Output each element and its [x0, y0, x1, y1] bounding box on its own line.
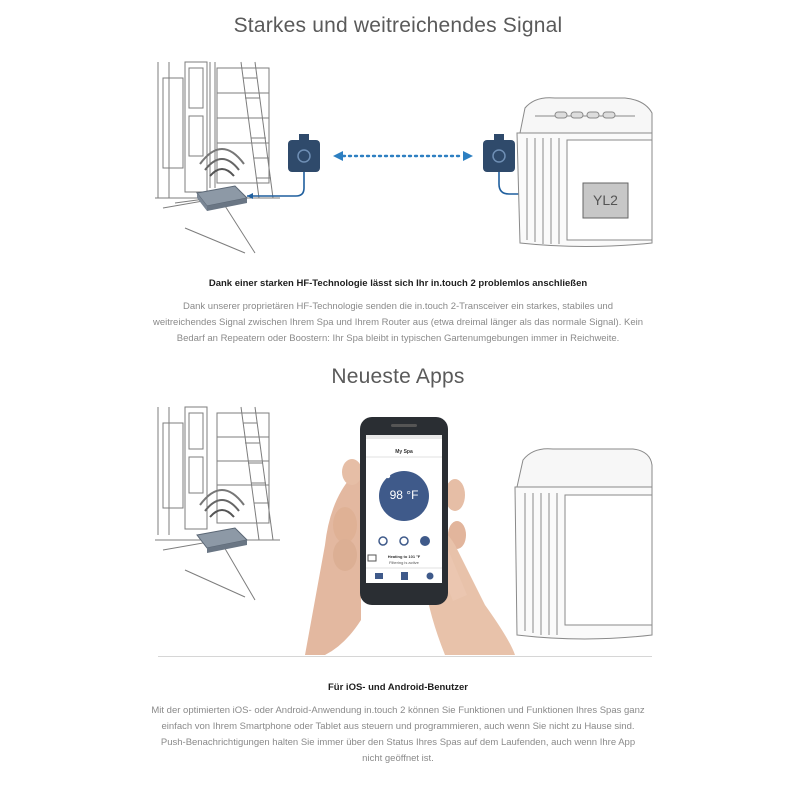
section-title-apps: Neueste Apps — [331, 365, 465, 388]
app-temperature: 98 °F — [389, 488, 419, 502]
section-paragraph-signal: Dank unserer proprietären HF-Technologie… — [152, 301, 644, 344]
transceiver-home-icon — [247, 134, 320, 199]
section-subtitle-apps: Für iOS- und Android-Benutzer — [327, 682, 469, 693]
app-status-filtering: Filtering is active — [389, 560, 419, 565]
spa-drawing: YL2 — [516, 97, 653, 247]
signal-link-arrow — [333, 151, 473, 161]
svg-text:YL2: YL2 — [593, 192, 618, 208]
section-divider — [158, 656, 652, 657]
house-drawing-2 — [155, 406, 280, 601]
signal-illustration: YL2 — [155, 61, 653, 254]
app-header-title: My Spa — [395, 449, 413, 455]
section-subtitle-signal: Dank einer starken HF-Technologie lässt … — [208, 278, 588, 289]
router-icon — [196, 148, 249, 211]
app-status-heating: Heating to 101 °F — [387, 554, 421, 559]
router-icon-2 — [196, 489, 249, 553]
house-drawing — [155, 61, 280, 254]
section-title-signal: Starkes und weitreichendes Signal — [233, 14, 563, 37]
apps-illustration — [155, 406, 653, 655]
section-paragraph-apps: Mit der optimierten iOS- oder Android-An… — [151, 705, 645, 764]
phone-device — [360, 417, 448, 605]
spa-drawing-2 — [514, 448, 653, 640]
